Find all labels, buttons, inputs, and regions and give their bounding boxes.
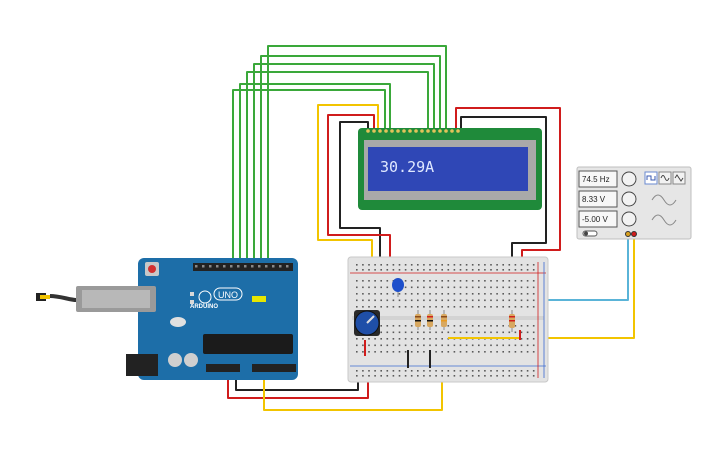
usb-cable [36,293,77,302]
wire-green-5[interactable] [260,55,441,263]
digital-header [193,263,293,271]
power-jack [126,354,158,376]
resistor-3[interactable] [441,310,447,330]
breadboard-jumpers [364,330,521,368]
amplitude-knob[interactable] [621,191,637,207]
wire-green-2[interactable] [239,83,391,263]
amplitude-readout: 8.33 V [582,195,606,204]
resistor-2[interactable] [427,310,433,330]
terminal-positive[interactable] [625,231,631,237]
terminal-negative[interactable] [631,231,637,237]
resistor-4[interactable] [509,310,515,332]
capacitor-left [168,353,182,367]
lcd-module[interactable]: 30.29A [358,128,542,210]
wire-green-6[interactable] [267,45,447,263]
arduino-brand: ARDUINO [190,304,218,310]
frequency-knob[interactable] [621,171,637,187]
wire-black-lcd-right[interactable] [460,116,547,263]
resistor-1[interactable] [415,310,421,330]
atmega-chip [203,334,293,354]
wire-red-lcd-left[interactable] [327,114,391,263]
frequency-readout: 74.5 Hz [582,175,610,184]
wire-black-lcd-left[interactable] [339,121,381,263]
digital-pins [195,265,289,268]
analog-header [252,364,296,372]
wire-red-lcd-right[interactable] [455,107,561,263]
capacitor-right [184,353,198,367]
wire-green-3[interactable] [246,71,429,263]
offset-knob[interactable] [621,211,637,227]
offset-wave-icon [651,214,677,226]
capacitor[interactable] [392,278,404,297]
lcd-display-text: 30.29A [380,158,434,176]
wire-yellow-lcd[interactable] [317,104,379,263]
amplitude-wave-icon [651,194,677,206]
arduino-uno[interactable]: ARDUINO UNO [76,258,298,380]
power-header [206,364,240,372]
wire-green-4[interactable] [253,63,435,263]
lcd-pins [366,129,460,133]
wire-green-1[interactable] [232,89,386,263]
offset-readout: -5.00 V [582,215,608,224]
function-generator[interactable]: 74.5 Hz 8.33 V -5.00 V [576,166,692,240]
arduino-logo-icon [198,290,212,304]
potentiometer[interactable] [354,310,380,336]
arduino-model: UNO [218,290,238,300]
